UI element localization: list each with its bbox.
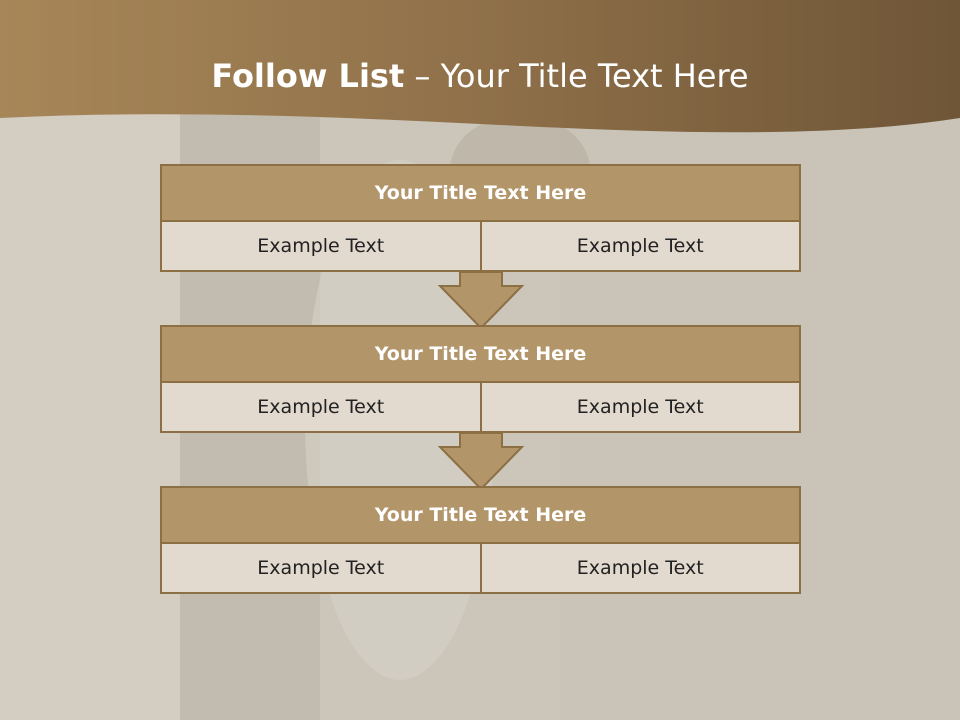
title-rest: – Your Title Text Here: [414, 57, 749, 95]
list-block-1: Your Title Text Here Example Text Exampl…: [160, 164, 801, 272]
list-block-2: Your Title Text Here Example Text Exampl…: [160, 325, 801, 433]
down-arrow-icon: [438, 271, 524, 329]
block-row: Example Text Example Text: [160, 383, 801, 433]
block-cell-right: Example Text: [479, 383, 800, 431]
header-band: [0, 0, 960, 133]
block-row: Example Text Example Text: [160, 222, 801, 272]
block-title: Your Title Text Here: [160, 325, 801, 383]
slide-title: Follow List – Your Title Text Here: [0, 56, 960, 96]
block-cell-right: Example Text: [479, 222, 800, 270]
list-block-3: Your Title Text Here Example Text Exampl…: [160, 486, 801, 594]
title-bold: Follow List: [211, 57, 405, 95]
block-row: Example Text Example Text: [160, 544, 801, 594]
block-cell-left: Example Text: [257, 396, 385, 418]
block-cell-left: Example Text: [257, 557, 385, 579]
block-title: Your Title Text Here: [160, 486, 801, 544]
block-title: Your Title Text Here: [160, 164, 801, 222]
block-cell-right: Example Text: [479, 544, 800, 592]
down-arrow-icon: [438, 432, 524, 490]
block-cell-left: Example Text: [257, 235, 385, 257]
